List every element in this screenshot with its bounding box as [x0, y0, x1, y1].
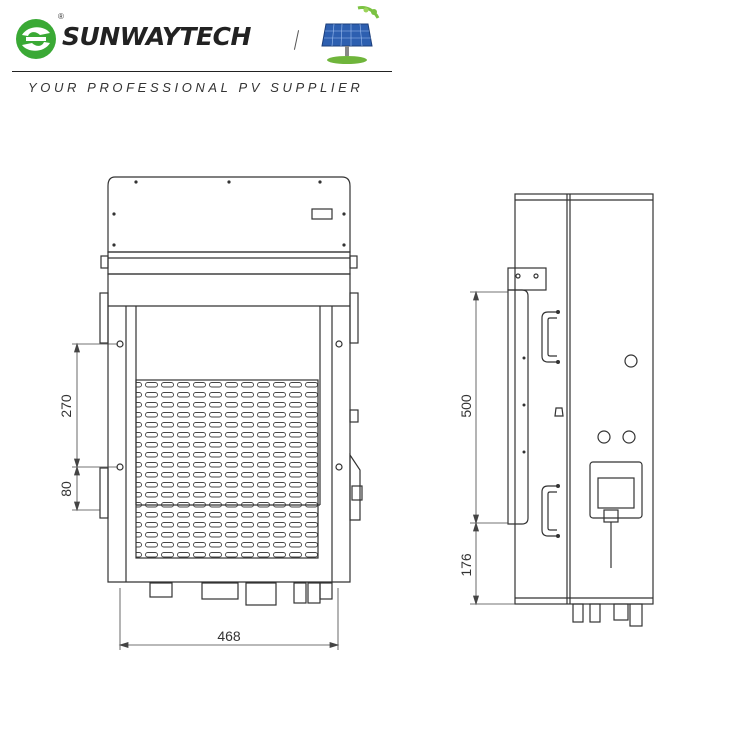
brand-name: SUNWAYTECH [62, 22, 251, 51]
dimension-side-height-bottom-label: 176 [458, 553, 474, 577]
tagline: YOUR PROFESSIONAL PV SUPPLIER [28, 80, 364, 95]
side-mounting-bracket [507, 267, 547, 291]
side-knob-left [597, 430, 611, 444]
side-knob-right [622, 430, 636, 444]
side-handle-top [541, 311, 557, 363]
front-top-housing [107, 176, 351, 253]
registered-mark: ® [58, 12, 64, 21]
front-display-window [311, 208, 333, 220]
side-socket-panel [589, 461, 643, 519]
header-rule [12, 71, 392, 72]
dimension-side-height-main-label: 500 [458, 394, 474, 418]
front-vent-grille [135, 379, 319, 559]
side-body [514, 193, 654, 605]
dimension-height-upper-label: 270 [58, 394, 74, 418]
front-band [107, 251, 351, 275]
dimension-height-lower-label: 80 [58, 481, 74, 497]
side-dimensions [470, 290, 515, 606]
sunwaytech-logo-icon [16, 19, 56, 59]
front-dimensions [72, 342, 340, 650]
header: ® SUNWAYTECH YOUR PROFESSIONAL PV SUPPLI… [0, 0, 750, 110]
side-view [507, 193, 654, 627]
side-button [624, 354, 638, 368]
front-view [99, 176, 363, 606]
dimension-width-label: 468 [217, 628, 241, 644]
solar-panel-icon [321, 6, 380, 64]
side-handle-bottom [541, 485, 557, 537]
side-mounting-plate [507, 289, 529, 525]
